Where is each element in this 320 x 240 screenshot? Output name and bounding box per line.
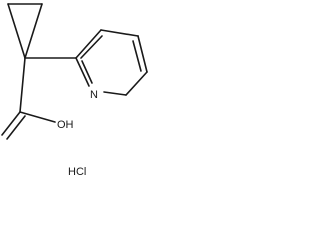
bond-pyridine-c4-c5-inner bbox=[132, 40, 142, 72]
bond-pyridine-c2-c3 bbox=[75, 29, 102, 59]
bond-carbonyl-double-inner bbox=[6, 115, 26, 140]
bond-pyridine-c3-c4 bbox=[100, 29, 139, 37]
bond-cyclopropane-left bbox=[7, 3, 26, 59]
bond-pyridine-c5-c6 bbox=[125, 71, 148, 96]
bond-carbonyl-double-outer bbox=[1, 111, 21, 136]
chemical-structure: N OH HCl bbox=[1, 3, 148, 178]
hydroxyl-atom-label: OH bbox=[57, 119, 74, 131]
cyclopropane-ring bbox=[7, 3, 43, 59]
hydrochloride-salt-label: HCl bbox=[68, 166, 86, 178]
bond-pyridine-c6-n bbox=[103, 91, 127, 96]
pyridine-ring bbox=[75, 29, 148, 96]
bond-carbonyl-to-hydroxyl bbox=[19, 111, 56, 123]
carboxylic-acid-group bbox=[1, 57, 56, 140]
bond-pyridine-c4-c5 bbox=[137, 35, 148, 73]
bond-pyridine-c3-c3-inner bbox=[80, 35, 103, 59]
bond-cyclopropane-right bbox=[24, 3, 43, 59]
nitrogen-atom-label: N bbox=[90, 89, 98, 101]
bond-quaternary-to-carbonyl bbox=[19, 57, 26, 113]
bond-pyridine-n-c2-inner bbox=[81, 60, 93, 84]
bond-pyridine-n-c2 bbox=[75, 57, 90, 87]
